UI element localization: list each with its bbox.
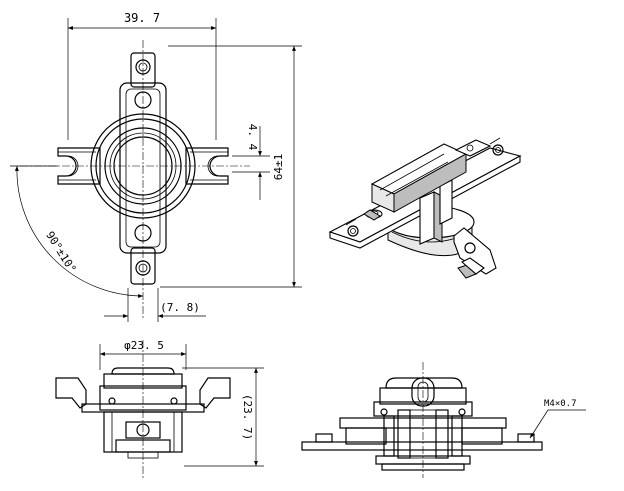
isometric-view bbox=[328, 137, 522, 279]
dim-angle: 90°±10° bbox=[43, 229, 79, 275]
dim-body-diameter: φ23. 5 bbox=[124, 339, 164, 352]
front-view bbox=[55, 340, 264, 478]
top-view bbox=[10, 18, 302, 322]
dim-overall-height: 64±1 bbox=[272, 154, 285, 181]
dim-side-height: (23. 7) bbox=[241, 394, 254, 440]
thread-callout: M4×0.7 bbox=[544, 399, 577, 409]
dim-terminal-offset: 4. 4 bbox=[246, 124, 259, 151]
side-view bbox=[301, 362, 586, 478]
dim-tab-offset: (7. 8) bbox=[160, 301, 200, 314]
dim-overall-width: 39. 7 bbox=[124, 11, 160, 25]
